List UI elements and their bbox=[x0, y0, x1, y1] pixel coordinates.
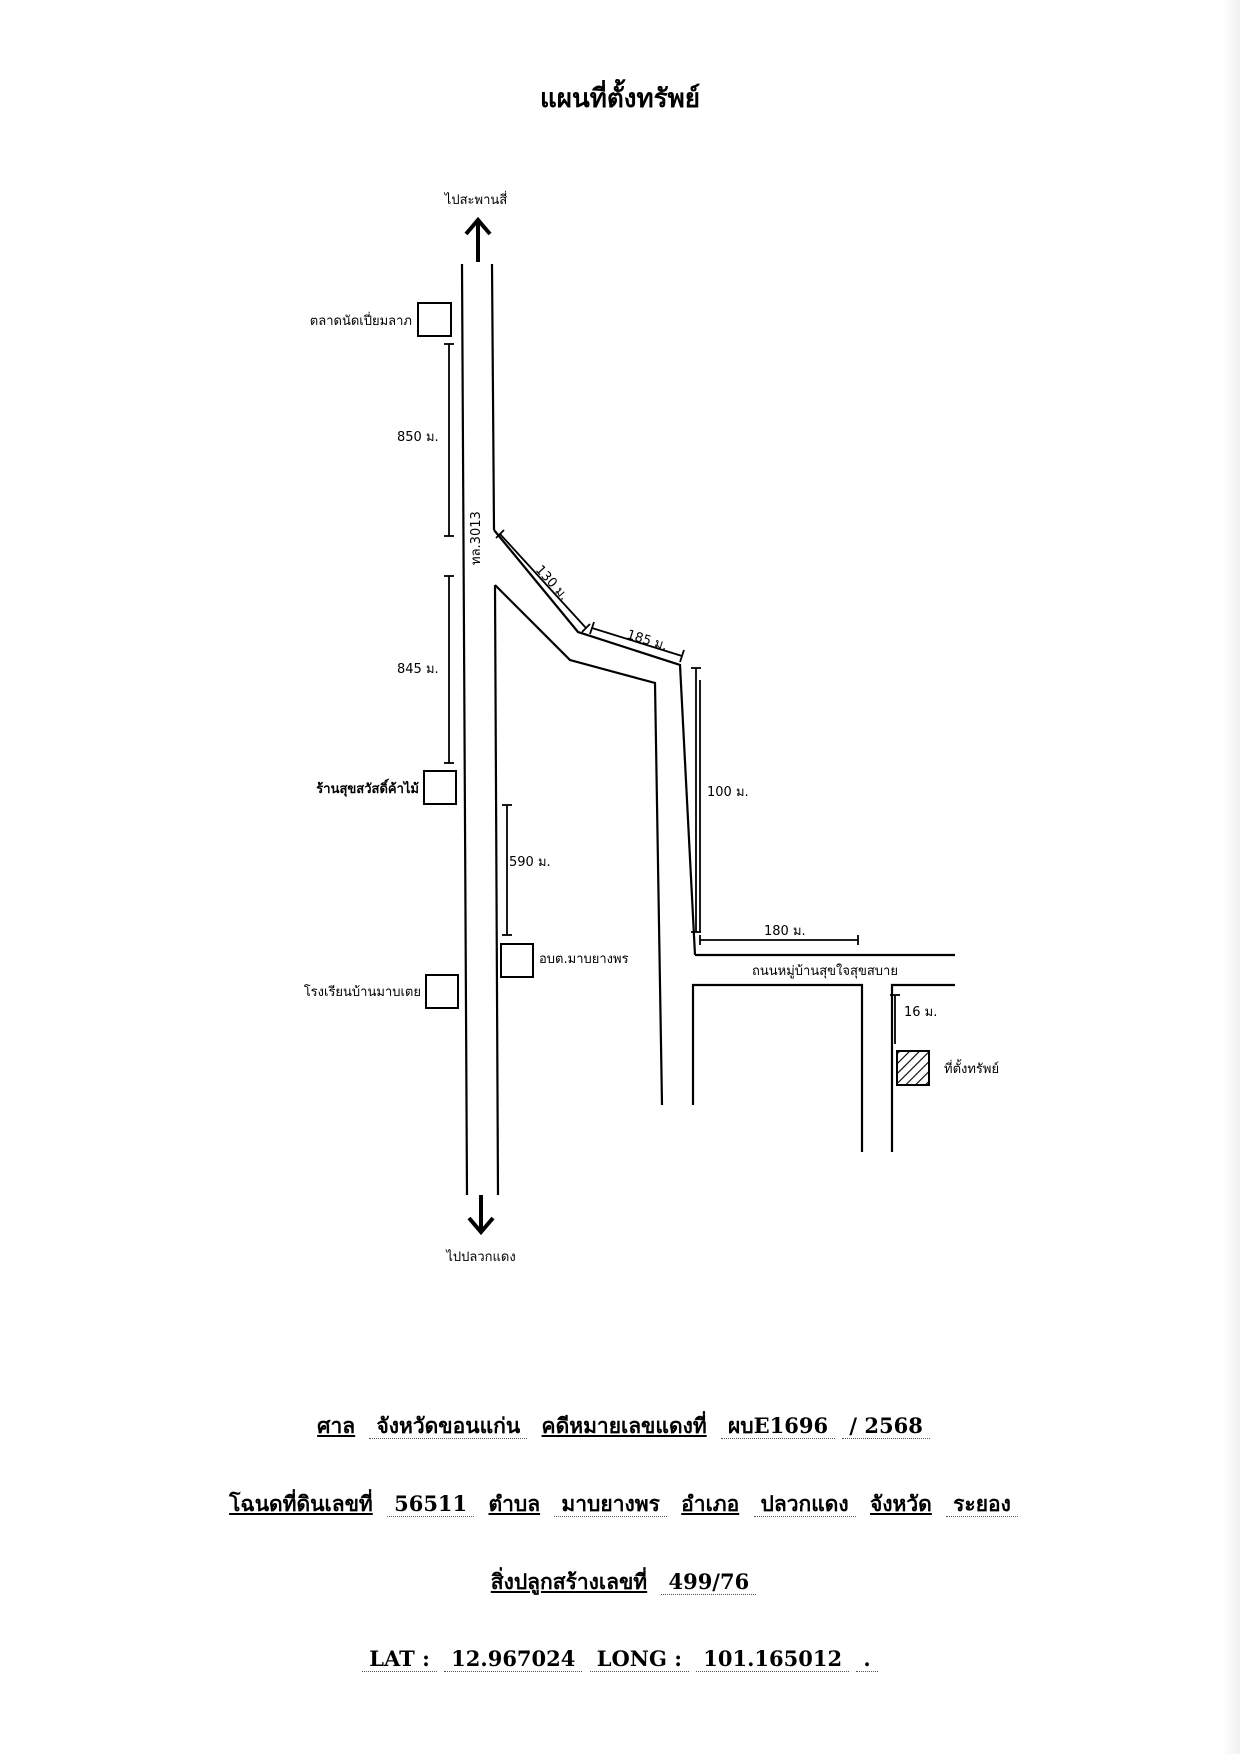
school-label: โรงเรียนบ้านมาบเตย bbox=[304, 984, 421, 1000]
end-mark: . bbox=[856, 1646, 878, 1672]
property-label: ที่ตั้งทรัพย์ bbox=[944, 1059, 999, 1077]
market-label: ตลาดนัดเปี่ยมลาภ bbox=[310, 312, 412, 329]
building-label: สิ่งปลูกสร้างเลขที่ bbox=[490, 1569, 648, 1594]
highway-name-label: ทล.3013 bbox=[469, 511, 484, 565]
distance-100-label: 100 ม. bbox=[707, 785, 749, 800]
shop-box-icon bbox=[423, 770, 457, 805]
court-case-line: ศาล จังหวัดขอนแก่น คดีหมายเลขแดงที่ ผบE1… bbox=[0, 1410, 1240, 1443]
page-edge-shadow bbox=[1222, 0, 1240, 1754]
subdistrict-label: ตำบล bbox=[488, 1491, 541, 1516]
province-value: ระยอง bbox=[946, 1491, 1018, 1517]
south-direction-label: ไปปลวกแดง bbox=[445, 1249, 515, 1265]
page-title: แผนที่ตั้งทรัพย์ bbox=[540, 84, 700, 114]
lat-label: LAT : bbox=[362, 1646, 437, 1672]
distance-590-label: 590 ม. bbox=[509, 855, 551, 870]
market-box-icon bbox=[417, 302, 452, 337]
distance-16-label: 16 ม. bbox=[904, 1005, 937, 1020]
village-road-label: ถนนหมู่บ้านสุขใจสุขสบาย bbox=[752, 963, 898, 979]
highway-left-edge bbox=[460, 263, 469, 1196]
court-name: จังหวัดขอนแก่น bbox=[369, 1413, 528, 1439]
coordinates-line: LAT : 12.967024 LONG : 101.165012 . bbox=[0, 1646, 1240, 1672]
case-label: คดีหมายเลขแดงที่ bbox=[541, 1413, 707, 1438]
village-road-bottom-left bbox=[691, 983, 864, 1152]
office-box-icon bbox=[500, 943, 534, 978]
dimension-lines bbox=[444, 343, 900, 1044]
province-label: จังหวัด bbox=[869, 1491, 932, 1516]
road-lines bbox=[460, 263, 955, 1196]
highway-right-edge-lower bbox=[493, 584, 500, 1196]
north-direction-label: ไปสะพานสี่ bbox=[444, 191, 507, 208]
deed-number: 56511 bbox=[387, 1491, 475, 1517]
office-label: อบต.มาบยางพร bbox=[539, 952, 629, 967]
subdistrict-value: มาบยางพร bbox=[554, 1491, 667, 1517]
case-year: / 2568 bbox=[842, 1413, 930, 1439]
distance-845-label: 845 ม. bbox=[397, 662, 439, 677]
distance-180-label: 180 ม. bbox=[764, 924, 806, 939]
building-number: 499/76 bbox=[661, 1569, 757, 1595]
case-number: ผบE1696 bbox=[721, 1413, 836, 1439]
south-arrow-icon bbox=[467, 1195, 495, 1236]
deed-line: โฉนดที่ดินเลขที่ 56511 ตำบล มาบยางพร อำเ… bbox=[0, 1488, 1240, 1521]
district-value: ปลวกแดง bbox=[753, 1491, 856, 1517]
village-road-bottom-right bbox=[890, 983, 955, 1152]
district-label: อำเภอ bbox=[681, 1491, 740, 1516]
shop-label: ร้านสุขสวัสดิ์ค้าไม้ bbox=[316, 778, 419, 797]
north-arrow-icon bbox=[464, 216, 492, 262]
school-box-icon bbox=[425, 974, 459, 1009]
highway-right-edge bbox=[490, 263, 496, 531]
distance-850-label: 850 ม. bbox=[397, 430, 439, 445]
property-hatch-icon bbox=[896, 1050, 930, 1086]
deed-label: โฉนดที่ดินเลขที่ bbox=[229, 1491, 373, 1516]
lat-value: 12.967024 bbox=[444, 1646, 583, 1672]
building-line: สิ่งปลูกสร้างเลขที่ 499/76 bbox=[0, 1566, 1240, 1599]
branch-road-lower-edge bbox=[494, 584, 664, 1106]
long-value: 101.165012 bbox=[696, 1646, 850, 1672]
long-label: LONG : bbox=[589, 1646, 689, 1672]
court-label: ศาล bbox=[317, 1413, 356, 1438]
branch-road-upper-edge bbox=[493, 529, 697, 956]
